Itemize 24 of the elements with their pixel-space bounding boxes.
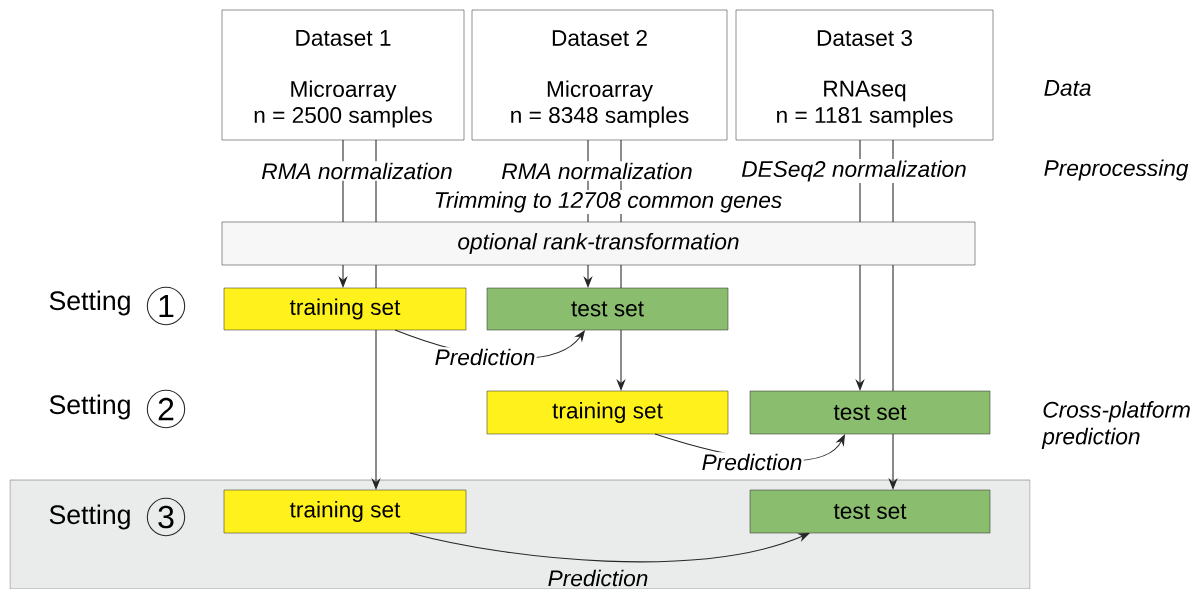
training-set-box: training set	[223, 489, 467, 534]
test-set-box: test set	[486, 287, 729, 331]
step-label: RMA normalization	[259, 161, 455, 181]
row-label: Preprocessing	[1042, 158, 1190, 182]
step-label: Trimming to 12708 common genes	[432, 190, 784, 214]
row-label: Data	[1042, 78, 1093, 98]
curved-arrow	[409, 532, 810, 563]
step-label: DESeq2 normalization	[739, 159, 969, 183]
training-set-box: training set	[223, 287, 467, 331]
edge-label: Prediction	[546, 568, 650, 588]
test-set-box: test set	[749, 390, 991, 435]
setting-label: Setting	[49, 394, 130, 420]
row-label: Cross-platform prediction	[1041, 401, 1190, 449]
process-box: optional rank-transformation	[221, 221, 976, 266]
dataset-box: Dataset 3 RNAseq n = 1181 samples	[735, 9, 994, 141]
dataset-box: Dataset 1 Microarray n = 2500 samples	[221, 9, 465, 141]
training-set-box: training set	[486, 390, 729, 435]
dataset-box: Dataset 2 Microarray n = 8348 samples	[471, 9, 728, 141]
setting-label: Setting	[49, 290, 130, 316]
edge-label: Prediction	[433, 347, 537, 367]
setting-label: Setting	[49, 504, 130, 530]
step-label: RMA normalization	[499, 161, 695, 181]
test-set-box: test set	[749, 489, 991, 534]
edge-label: Prediction	[700, 452, 804, 472]
